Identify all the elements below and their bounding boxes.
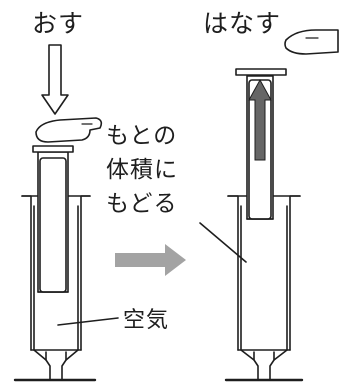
restore-line1: もとの: [106, 123, 178, 149]
down-arrow-icon: [41, 44, 69, 115]
restore-line2: 体積に: [106, 157, 178, 183]
finger-right: [284, 29, 339, 55]
air-label: 空気: [123, 308, 170, 333]
up-arrow-icon: [248, 78, 272, 161]
release-label: はなす: [203, 9, 282, 38]
finger-left: [35, 117, 103, 143]
right-arrow-icon: [115, 244, 186, 276]
restore-line3: もどる: [106, 191, 178, 217]
left-syringe: [13, 145, 97, 382]
push-label: おす: [32, 9, 85, 38]
